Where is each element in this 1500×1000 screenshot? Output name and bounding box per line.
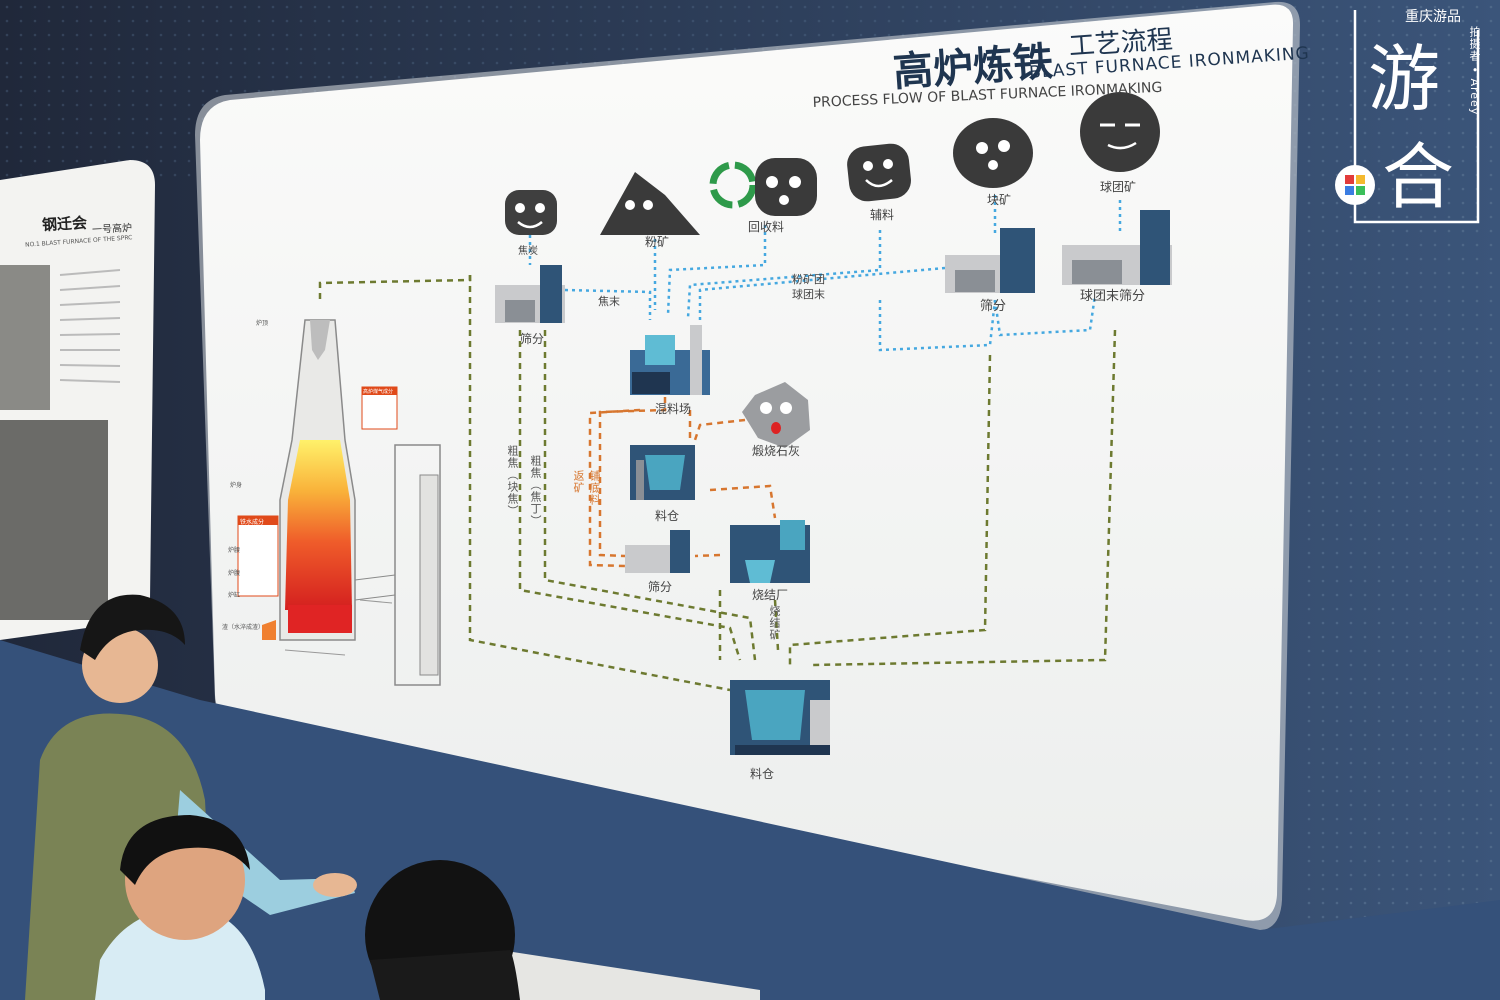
lump-ore-character: [953, 118, 1033, 188]
label-furnace-body: 炉身: [230, 482, 243, 489]
plant-icon-mixing-yard: [630, 325, 710, 395]
label-furnace-slag: 渣（水淬成渣）: [222, 624, 265, 631]
label-furnace-hearth: 炉缸: [228, 592, 241, 599]
label-pellet: 球团矿: [1100, 180, 1137, 194]
recycled-material-character: [755, 158, 817, 216]
watermark-photographer: 拍摄者 • Areey: [1468, 26, 1481, 116]
label-auxiliary: 辅料: [870, 208, 895, 222]
watermark-brand: 重庆游品: [1405, 9, 1461, 25]
plant-icon-screen-left: [495, 265, 565, 323]
blast-furnace-diagram: [237, 319, 441, 686]
label-coke-fines: 焦末: [598, 295, 620, 308]
label-sinter-ore: 烧结矿: [768, 605, 781, 641]
pellet-character: [1080, 92, 1160, 172]
flow-lines-olive: [318, 275, 1117, 692]
label-fine-pellet-1: 粉矿团: [792, 273, 825, 286]
coke-character: [505, 190, 557, 235]
label-recycled: 回收料: [748, 220, 785, 234]
plant-icon-pellet-screen: [1062, 210, 1172, 285]
label-fine-ore: 粉矿: [645, 235, 670, 249]
flow-lines-orange: [588, 375, 777, 568]
furnace-hot-zone: [285, 440, 352, 610]
label-screen-left: 筛分: [520, 332, 545, 346]
label-gas-table: 高炉煤气成分: [363, 389, 394, 395]
plant-icon-screen-lower: [625, 530, 690, 573]
label-furnace-waist: 炉腰: [228, 547, 241, 554]
label-pellet-screen: 球团末筛分: [1080, 289, 1146, 304]
label-return-fines: 返矿: [572, 470, 585, 494]
plant-icon-sinter-plant: [730, 520, 810, 583]
left-panel-photo-bottom: [0, 420, 108, 620]
watermark-char-2: 合: [1382, 135, 1455, 219]
left-panel-photo-top: [0, 265, 50, 410]
label-furnace-belly: 炉腹: [228, 570, 241, 577]
label-mixing-yard: 混料场: [655, 402, 692, 416]
label-screen-lower: 筛分: [648, 580, 673, 594]
label-screen-right: 筛分: [980, 299, 1007, 314]
label-coarse-coke-lump: 粗焦（块焦）: [506, 445, 519, 517]
recycle-icon: [709, 161, 757, 209]
label-iron-table: 铁水成分: [240, 519, 265, 526]
auxiliary-character: [847, 143, 911, 202]
left-panel-subtitle: 一号高炉: [91, 222, 133, 237]
burnt-lime-character: [742, 382, 810, 448]
label-fine-pellet-2: 球团末: [792, 288, 825, 301]
label-coarse-coke-nut: 粗焦（焦丁）: [529, 455, 542, 527]
plant-icon-screen-right: [945, 228, 1035, 293]
flow-lines-blue: [528, 195, 1122, 352]
label-bed-ore: 铺底料: [588, 470, 601, 506]
child-right: [365, 860, 520, 1000]
label-silo-middle: 料仓: [655, 509, 680, 523]
plant-icon-silo-middle: [630, 445, 695, 500]
wall-dot-pattern: [1300, 0, 1500, 1000]
child-middle: [95, 815, 265, 1000]
label-burnt-lime: 煅烧石灰: [752, 444, 801, 458]
plant-icon-silo-final: [730, 680, 830, 755]
label-coke: 焦炭: [518, 246, 538, 257]
fine-ore-character: [600, 172, 700, 235]
label-lump-ore: 块矿: [987, 193, 1012, 207]
watermark-logo: [1335, 10, 1480, 224]
label-furnace-top: 炉顶: [256, 320, 269, 327]
iron-composition-table: [237, 515, 279, 597]
left-panel-title: 钢迁会: [41, 213, 88, 235]
label-silo-final: 料仓: [750, 767, 775, 781]
watermark-char-1: 游: [1368, 37, 1441, 121]
label-sinter-plant: 烧结厂: [752, 588, 789, 602]
